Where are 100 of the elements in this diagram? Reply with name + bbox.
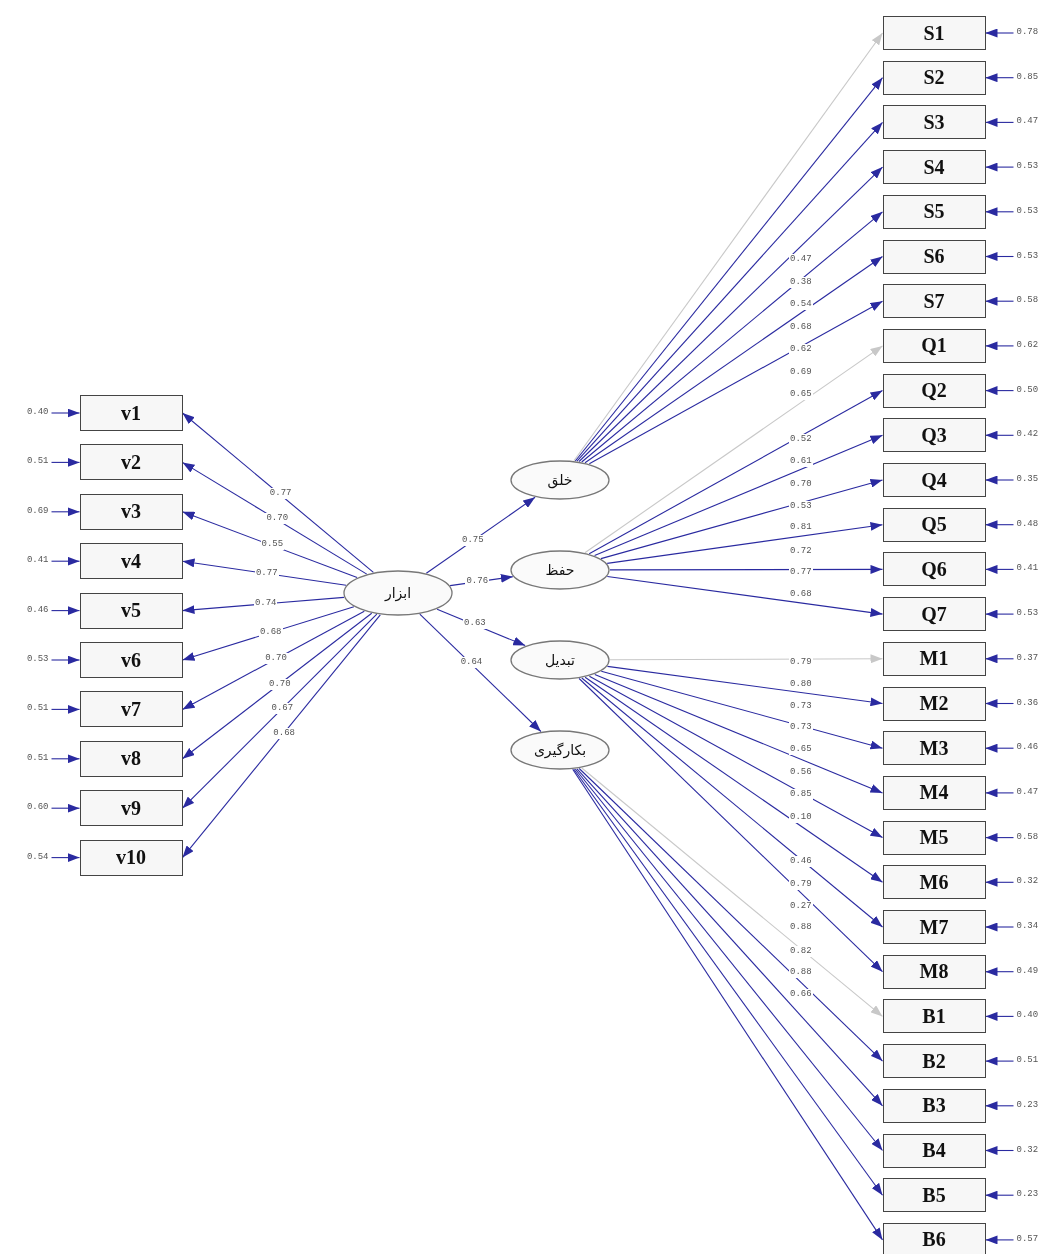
indicator-box: B2 [882, 1044, 986, 1079]
error-arrow [984, 520, 1015, 530]
indicator-box: Q6 [882, 552, 986, 587]
loading-value: 0.52 [789, 434, 813, 445]
edge-label: 0.67 [270, 703, 295, 715]
indicator-box: Q2 [882, 373, 986, 408]
path-arrow [600, 670, 884, 750]
edge-label: 0.76 [465, 575, 490, 587]
path-arrow [181, 596, 345, 615]
path-arrow [606, 575, 884, 617]
indicator-box: v7 [79, 691, 183, 728]
indicator-box: M3 [882, 731, 986, 766]
indicator-box: v2 [79, 444, 183, 481]
error-arrow [50, 507, 81, 517]
indicator-box: v9 [79, 790, 183, 827]
path-arrow [584, 255, 884, 464]
error-arrow [984, 430, 1015, 440]
edge-label: 0.70 [265, 513, 290, 525]
path-arrow [181, 558, 347, 586]
error-arrow [984, 1056, 1015, 1066]
edge-label: 0.74 [253, 597, 278, 609]
error-arrow [984, 28, 1015, 38]
indicator-box: B1 [882, 999, 986, 1034]
loading-value: 0.54 [789, 299, 813, 310]
path-arrow [181, 412, 374, 573]
error-arrow [50, 655, 81, 665]
path-arrow [181, 614, 381, 859]
indicator-box: M7 [882, 910, 986, 944]
indicator-box: M5 [882, 820, 986, 855]
latent-ellipse: بکارگیری [510, 730, 610, 770]
path-arrow [181, 461, 368, 575]
indicator-box: v6 [79, 642, 183, 678]
edge-label: 0.55 [260, 539, 285, 551]
error-arrow [984, 1101, 1015, 1111]
error-arrow [984, 967, 1015, 977]
error-arrow [984, 1190, 1015, 1200]
loading-value: 0.65 [789, 389, 813, 400]
path-arrow [588, 675, 884, 839]
indicator-box: Q4 [882, 463, 986, 497]
indicator-box: M1 [882, 641, 986, 676]
error-arrow [984, 699, 1015, 708]
error-arrow [984, 564, 1015, 574]
indicator-box: Q1 [882, 328, 986, 363]
indicator-box: B3 [882, 1088, 986, 1123]
path-arrow [581, 211, 884, 463]
error-arrow [984, 1146, 1015, 1155]
latent-ellipse: ابزار [343, 570, 453, 616]
indicator-box: M4 [882, 775, 986, 810]
loading-value: 0.82 [789, 946, 813, 957]
edge-label: 0.70 [268, 678, 292, 690]
edge-label: 0.63 [463, 618, 487, 630]
path-arrow [581, 767, 884, 1017]
error-arrow [984, 296, 1015, 306]
indicator-box: M8 [882, 954, 986, 989]
edge-label: 0.77 [254, 567, 279, 579]
indicator-box: v5 [79, 592, 183, 629]
path-arrow [425, 496, 536, 574]
path-arrow [588, 390, 884, 555]
edge-label: 0.64 [459, 657, 484, 669]
indicator-box: B6 [882, 1222, 986, 1254]
path-arrow [181, 610, 365, 710]
loading-value: 0.38 [789, 277, 813, 288]
error-arrow [984, 475, 1015, 485]
indicator-box: S6 [882, 239, 986, 274]
error-arrow [50, 704, 81, 714]
indicator-box: v8 [79, 740, 183, 777]
indicator-box: S2 [882, 60, 986, 95]
error-arrow [984, 877, 1015, 887]
error-arrow [50, 803, 81, 813]
indicator-box: S1 [882, 16, 986, 50]
indicator-box: Q3 [882, 418, 986, 453]
path-arrow [609, 654, 884, 664]
error-arrow [984, 743, 1015, 753]
indicator-box: v1 [79, 395, 183, 431]
loading-value: 0.85 [789, 789, 813, 800]
error-arrow [984, 654, 1015, 664]
indicator-box: M2 [882, 686, 986, 721]
indicator-box: M6 [882, 865, 986, 900]
loading-value: 0.10 [789, 812, 813, 823]
indicator-box: S3 [882, 105, 986, 140]
path-arrow [419, 613, 542, 733]
path-arrow [606, 665, 884, 707]
path-arrow [578, 677, 884, 973]
indicator-box: v4 [79, 543, 183, 580]
indicator-box: S5 [882, 194, 986, 229]
error-arrow [984, 922, 1015, 932]
loading-value: 0.46 [789, 856, 813, 867]
path-arrow [181, 612, 373, 760]
edge-label: 0.68 [272, 727, 296, 739]
path-arrow [449, 573, 514, 587]
indicator-box: B5 [882, 1178, 986, 1213]
error-arrow [984, 73, 1015, 83]
loading-value: 0.61 [789, 456, 813, 467]
edge-label: 0.75 [461, 535, 485, 547]
indicator-box: Q7 [882, 597, 986, 632]
error-arrow [984, 117, 1015, 127]
error-arrow [984, 1011, 1015, 1021]
error-arrow [984, 252, 1015, 261]
loading-value: 0.79 [789, 879, 813, 890]
path-arrow [588, 300, 884, 465]
